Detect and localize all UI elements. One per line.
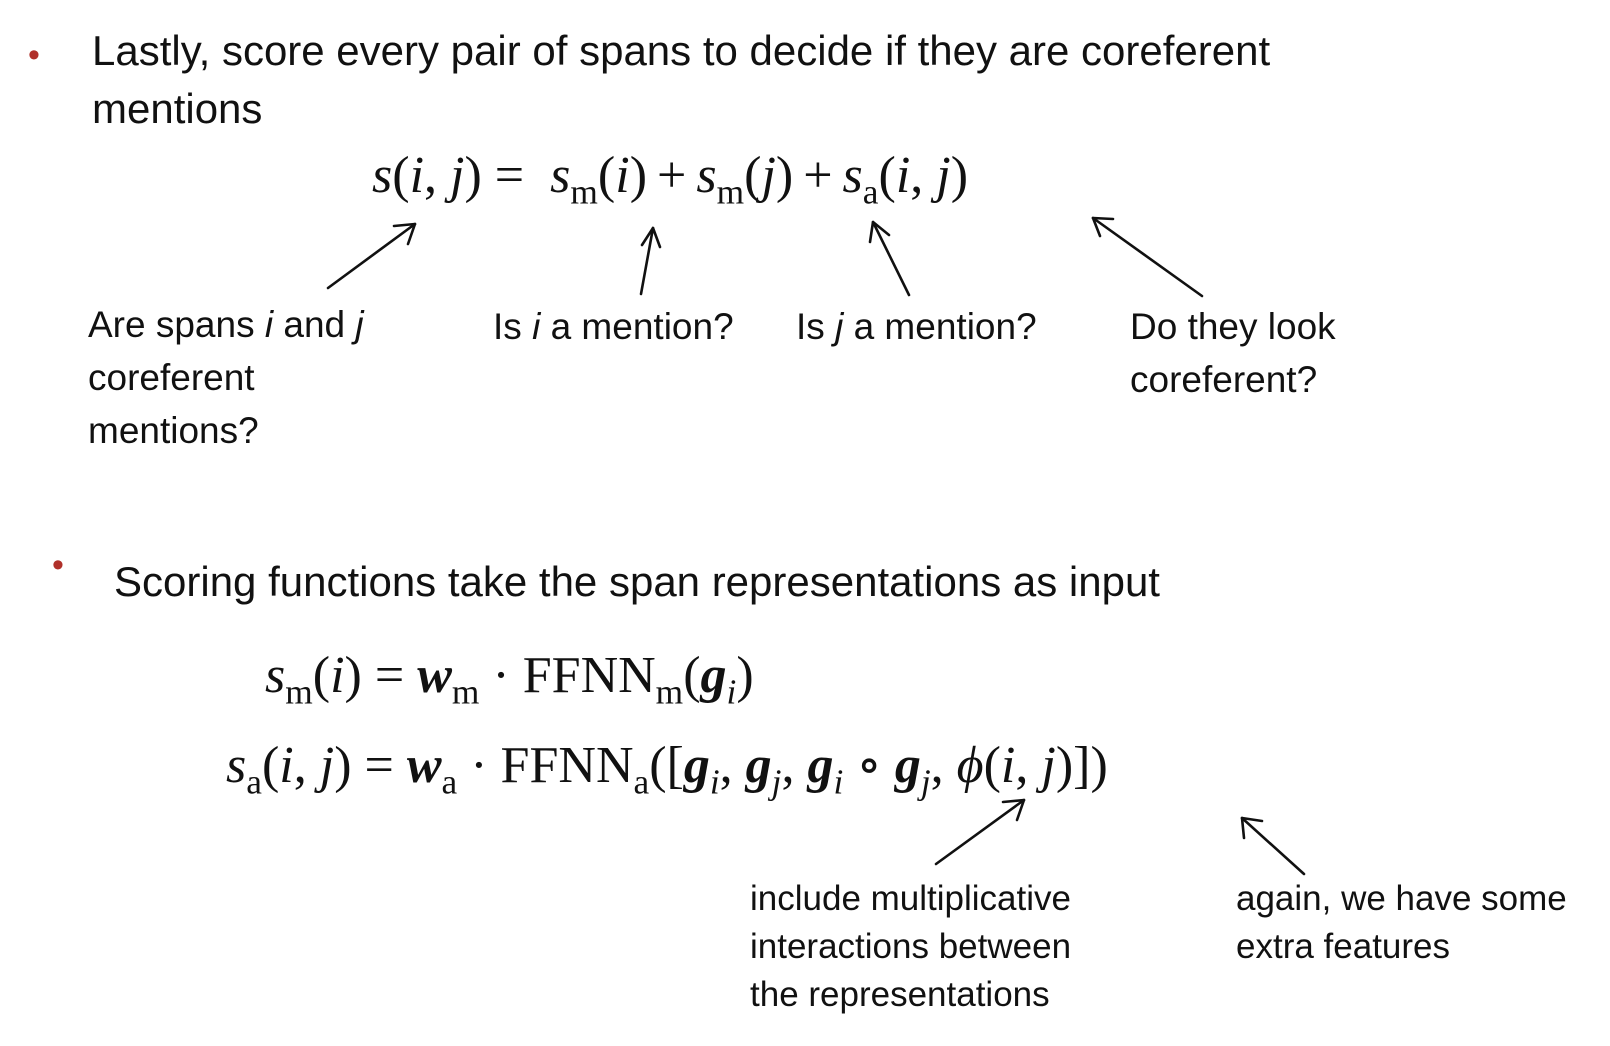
arrow-to-features <box>1240 816 1306 876</box>
annotation-mention-j: Is j a mention? <box>796 306 1037 347</box>
bullet-text-1-line1: Lastly, score every pair of spans to dec… <box>92 27 1271 74</box>
bullet-text-1: Lastly, score every pair of spans to dec… <box>92 22 1552 138</box>
annotation-antecedent-line2: coreferent? <box>1130 359 1318 400</box>
mention-score-equation: sm(i) = wm · FFNNm(gi) <box>265 647 754 712</box>
arrow-to-pair-score <box>326 222 417 290</box>
annotation-pair-coreferent: Are spans i and j coreferent mentions? <box>88 298 364 457</box>
annotation-multiplicative-line1: include multiplicative <box>750 879 1071 918</box>
bullet-text-2: Scoring functions take the span represen… <box>114 558 1160 605</box>
annotation-features-line2: extra features <box>1236 927 1450 966</box>
annotation-features-line1: again, we have some <box>1236 879 1567 918</box>
annotation-multiplicative: include multiplicative interactions betw… <box>750 875 1071 1019</box>
annotation-antecedent: Do they look coreferent? <box>1130 300 1336 406</box>
annotation-antecedent-line1: Do they look <box>1130 306 1336 347</box>
annotation-pair-line2: coreferent <box>88 357 255 398</box>
annotation-mention-i: Is i a mention? <box>493 306 734 347</box>
arrow-to-antecedent-score <box>1091 216 1204 298</box>
bullet-marker: • <box>52 546 64 584</box>
annotation-multiplicative-line3: the representations <box>750 975 1050 1014</box>
annotation-extra-features: again, we have some extra features <box>1236 875 1567 971</box>
arrow-to-multiplicative <box>934 798 1026 866</box>
annotation-multiplicative-line2: interactions between <box>750 927 1072 966</box>
arrow-to-mention-j <box>868 220 911 297</box>
arrow-to-mention-i <box>639 226 662 296</box>
pair-score-equation: s(i, j) = sm(i)+sm(j)+sa(i, j) <box>372 147 969 212</box>
annotation-pair-line3: mentions? <box>88 410 259 451</box>
antecedent-score-equation: sa(i, j) = wa · FFNNa([gi, gj, gi ∘ gj, … <box>226 737 1108 802</box>
bullet-marker: • <box>28 36 40 74</box>
bullet-text-1-line2: mentions <box>92 85 263 132</box>
annotation-pair-line1: Are spans i and j <box>88 304 364 345</box>
